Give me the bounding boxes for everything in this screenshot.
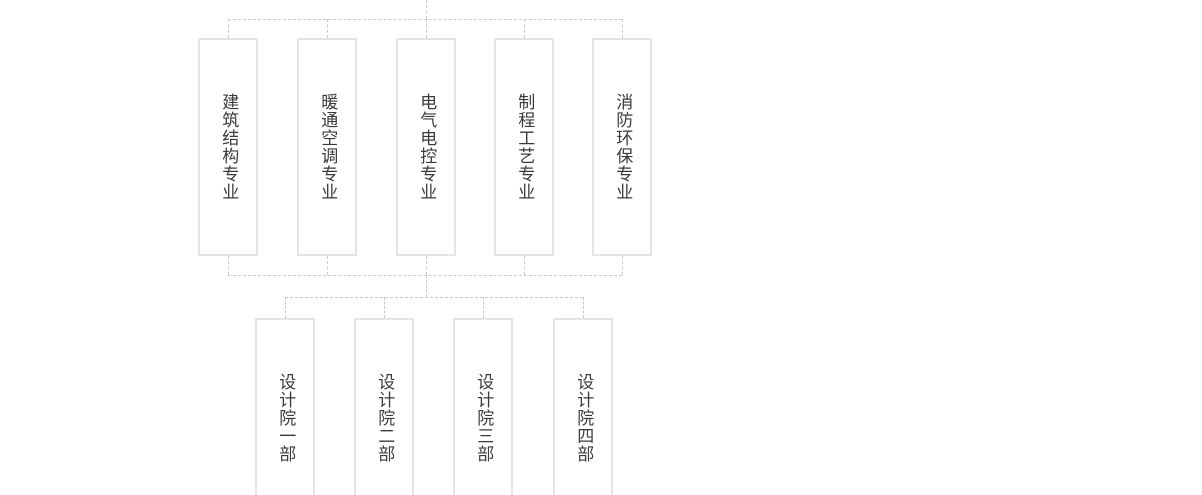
connector-riser-fire-environment xyxy=(622,256,623,275)
connector-drop-design-institute-1 xyxy=(285,297,286,318)
connector-bus-specialties xyxy=(228,19,622,20)
connector-riser-process-technology xyxy=(524,256,525,275)
connector-parent-stem xyxy=(426,0,427,19)
connector-drop-design-institute-4 xyxy=(583,297,584,318)
node-design-institute-1[interactable]: 设计院一部 xyxy=(255,318,315,495)
connector-riser-hvac xyxy=(327,256,328,275)
node-label: 设计院二部 xyxy=(374,373,395,463)
connector-riser-architecture-structure xyxy=(228,256,229,275)
node-design-institute-2[interactable]: 设计院二部 xyxy=(354,318,414,495)
node-label: 建筑结构专业 xyxy=(218,93,239,201)
node-design-institute-3[interactable]: 设计院三部 xyxy=(453,318,513,495)
connector-drop-fire-environment xyxy=(622,19,623,38)
node-electrical-control[interactable]: 电气电控专业 xyxy=(396,38,456,256)
connector-drop-design-institute-2 xyxy=(384,297,385,318)
connector-spine-to-institutes xyxy=(426,275,427,297)
node-label: 制程工艺专业 xyxy=(514,93,535,201)
node-architecture-structure[interactable]: 建筑结构专业 xyxy=(198,38,258,256)
connector-drop-hvac xyxy=(327,19,328,38)
node-label: 消防环保专业 xyxy=(612,93,633,201)
connector-drop-design-institute-3 xyxy=(483,297,484,318)
connector-drop-architecture-structure xyxy=(228,19,229,38)
node-label: 电气电控专业 xyxy=(416,93,437,201)
node-label: 设计院三部 xyxy=(473,373,494,463)
connector-drop-process-technology xyxy=(524,19,525,38)
connector-bus-institutes xyxy=(285,297,583,298)
node-fire-environment[interactable]: 消防环保专业 xyxy=(592,38,652,256)
node-hvac[interactable]: 暖通空调专业 xyxy=(297,38,357,256)
node-label: 设计院一部 xyxy=(275,373,296,463)
connector-bus-specialties-merge xyxy=(228,275,622,276)
node-design-institute-4[interactable]: 设计院四部 xyxy=(553,318,613,495)
connector-drop-electrical-control xyxy=(426,19,427,38)
node-process-technology[interactable]: 制程工艺专业 xyxy=(494,38,554,256)
node-label: 设计院四部 xyxy=(573,373,594,463)
node-label: 暖通空调专业 xyxy=(317,93,338,201)
connector-riser-electrical-control xyxy=(426,256,427,275)
